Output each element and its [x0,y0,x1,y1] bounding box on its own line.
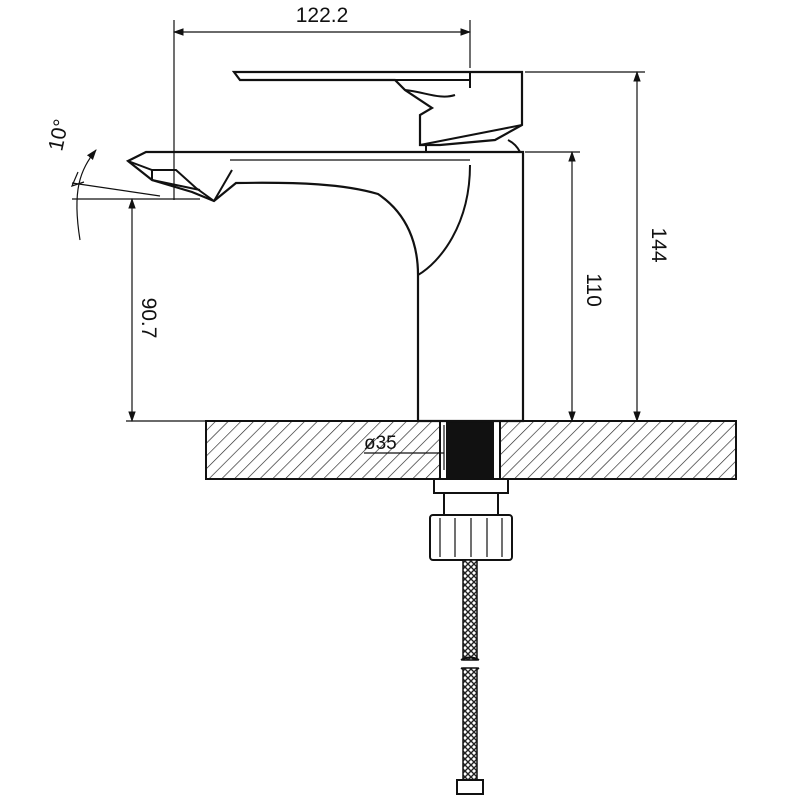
lever-handle [231,70,524,153]
dim-label-height: 144 [647,227,670,262]
dimension-overall-width: 122.2 [172,4,472,200]
hose-fitting [456,779,484,795]
dim-label-outlet-height: 90.7 [137,298,160,339]
faucet-body [125,150,525,423]
dim-label-width: 122.2 [296,4,349,27]
dim-label-angle: 10° [44,117,73,153]
dim-label-spout-height: 110 [582,273,605,306]
dimension-outlet-angle: 10° [44,117,161,241]
dimension-overall-height: 144 [525,70,670,423]
mounting-nut [429,478,513,561]
dimension-outlet-height: 90.7 [72,197,200,423]
countertop-section [205,420,737,480]
supply-hose [456,559,484,795]
dimension-mounting-hole: ø35 [364,425,445,470]
dim-label-hole: ø35 [364,433,397,454]
dimension-spout-height: 110 [525,150,605,423]
mounting-stud-core [446,421,494,479]
